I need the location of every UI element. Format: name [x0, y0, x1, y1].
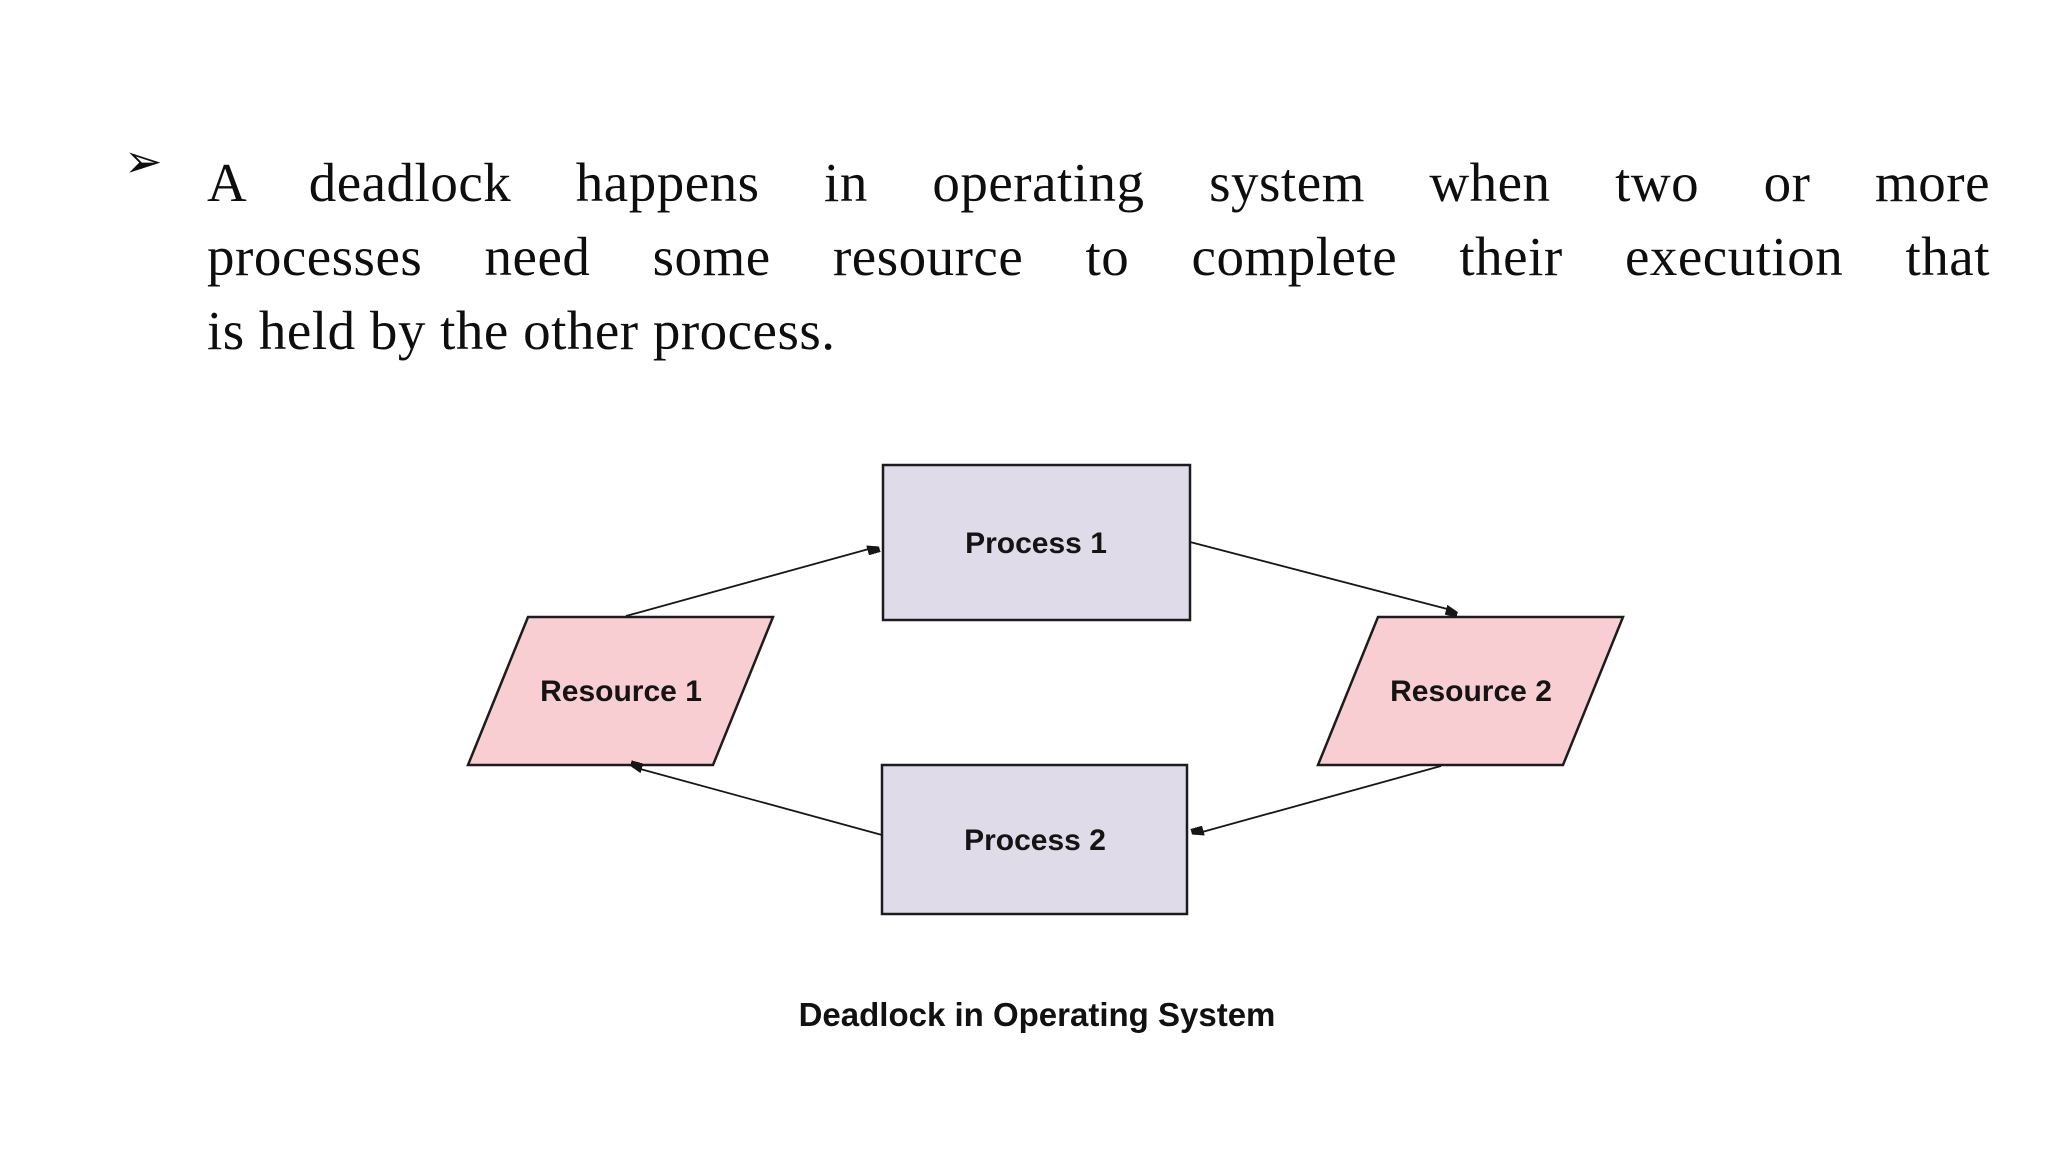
diagram-caption: Deadlock in Operating System [798, 996, 1276, 1033]
arrow-process1-to-resource2 [1189, 541, 1455, 611]
paragraph-line-3: is held by the other process. [207, 300, 836, 361]
paragraph-line-2: processes need some resource to complete… [207, 226, 1990, 287]
process1-label: Process 1 [965, 527, 1107, 560]
arrow-resource2-to-process2 [1195, 765, 1442, 834]
bullet-paragraph: A deadlock happens in operating system w… [207, 146, 1990, 368]
process1-box [881, 463, 1192, 622]
arrow-process2-to-resource1 [633, 767, 883, 836]
process2-label: Process 2 [964, 824, 1106, 857]
process2-box [880, 763, 1189, 916]
resource2-label: Resource 2 [1390, 675, 1552, 708]
paragraph-line-1: A deadlock happens in operating system w… [207, 152, 1990, 213]
resource1-parallelogram [466, 615, 775, 767]
bullet-arrow-icon: ➢ [124, 134, 163, 188]
resource2-parallelogram [1316, 615, 1625, 767]
resource1-label: Resource 1 [540, 675, 702, 708]
arrow-resource1-to-process1 [625, 547, 876, 617]
